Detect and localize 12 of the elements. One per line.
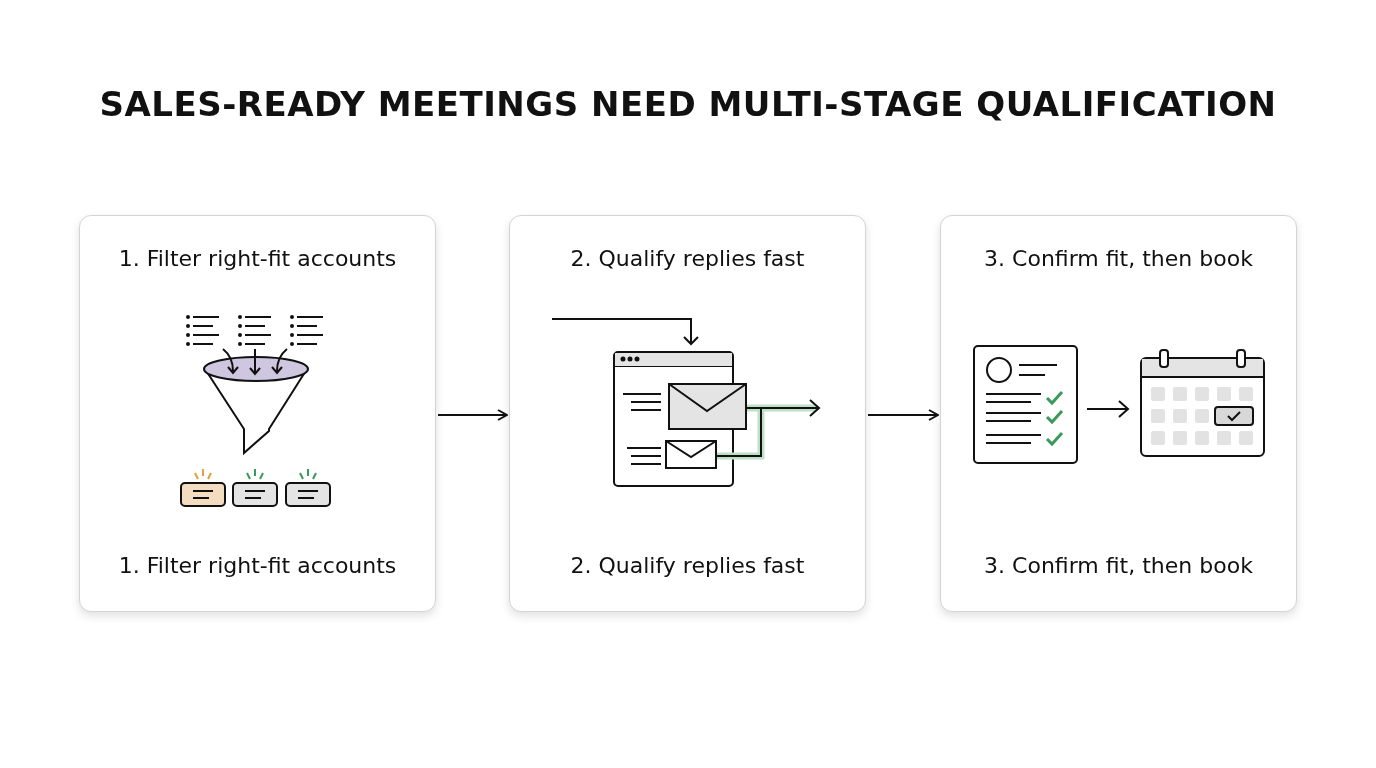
arrow bbox=[867, 409, 939, 421]
step-caption: 1. Filter right-fit accounts bbox=[117, 553, 398, 578]
arrow bbox=[437, 409, 508, 421]
step-card bbox=[509, 215, 866, 612]
step-heading: 3. Confirm fit, then book bbox=[983, 246, 1254, 271]
step-heading: 1. Filter right-fit accounts bbox=[117, 246, 398, 271]
step-caption: 2. Qualify replies fast bbox=[569, 553, 806, 578]
title: SALES-READY MEETINGS NEED MULTI-STAGE QUALIFICATION bbox=[98, 84, 1278, 124]
step-heading: 2. Qualify replies fast bbox=[569, 246, 806, 271]
step-card bbox=[79, 215, 436, 612]
step-card bbox=[940, 215, 1297, 612]
step-caption: 3. Confirm fit, then book bbox=[983, 553, 1254, 578]
